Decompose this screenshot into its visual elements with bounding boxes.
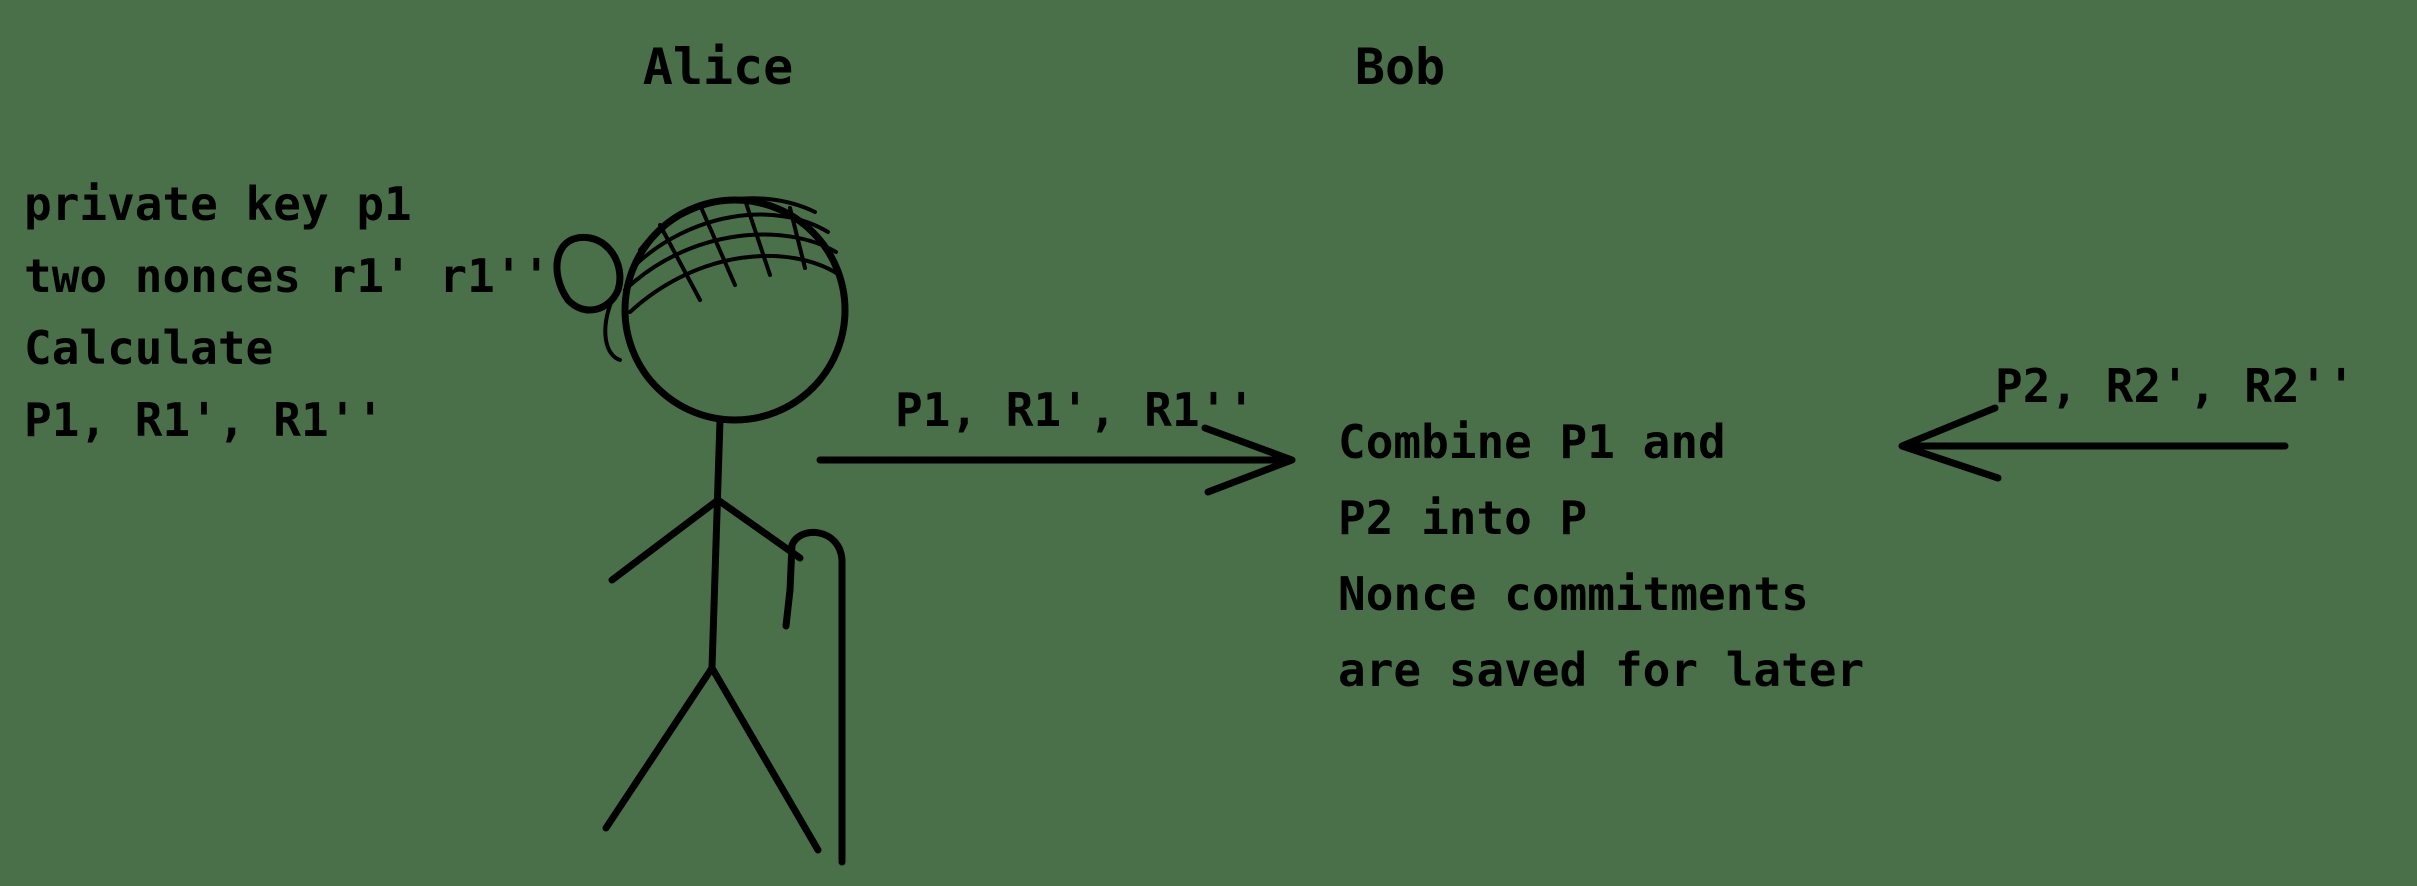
alice-left-leg [602, 664, 716, 832]
message-to-bob-from-right: P2, R2', R2'' [1898, 359, 2355, 482]
message-alice-label: P1, R1', R1'' [895, 383, 1255, 437]
alice-right-leg [708, 664, 822, 854]
bob-note-line-4: are saved for later [1338, 643, 1864, 697]
bob-note-line-3: Nonce commitments [1338, 567, 1809, 621]
alice-notes: private key p1 two nonces r1' r1'' Calcu… [24, 177, 550, 447]
alice-note-line-1: private key p1 [24, 177, 412, 231]
message-alice-arrowhead [1201, 424, 1296, 496]
alice-heading: Alice [643, 38, 794, 96]
alice-note-line-3: Calculate [24, 321, 273, 375]
alice-note-line-2: two nonces r1' r1'' [24, 249, 550, 303]
alice-torso [708, 416, 724, 672]
bob-notes: Combine P1 and P2 into P Nonce commitmen… [1338, 415, 1864, 697]
bob-note-line-1: Combine P1 and [1338, 415, 1726, 469]
alice-cane [786, 528, 846, 866]
alice-note-line-4: P1, R1', R1'' [24, 393, 384, 447]
bob-note-line-2: P2 into P [1338, 491, 1587, 545]
bob-heading: Bob [1355, 38, 1445, 96]
alice-hair [603, 196, 840, 362]
alice-figure [553, 196, 849, 866]
alice-cane-grip [782, 586, 794, 630]
alice-right-arm [714, 496, 804, 562]
message-alice-to-bob: P1, R1', R1'' [816, 383, 1296, 496]
alice-hair-bun [553, 233, 624, 314]
alice-left-arm [608, 496, 722, 584]
message-right-label: P2, R2', R2'' [1995, 359, 2355, 413]
message-right-arrowhead [1898, 404, 2002, 482]
